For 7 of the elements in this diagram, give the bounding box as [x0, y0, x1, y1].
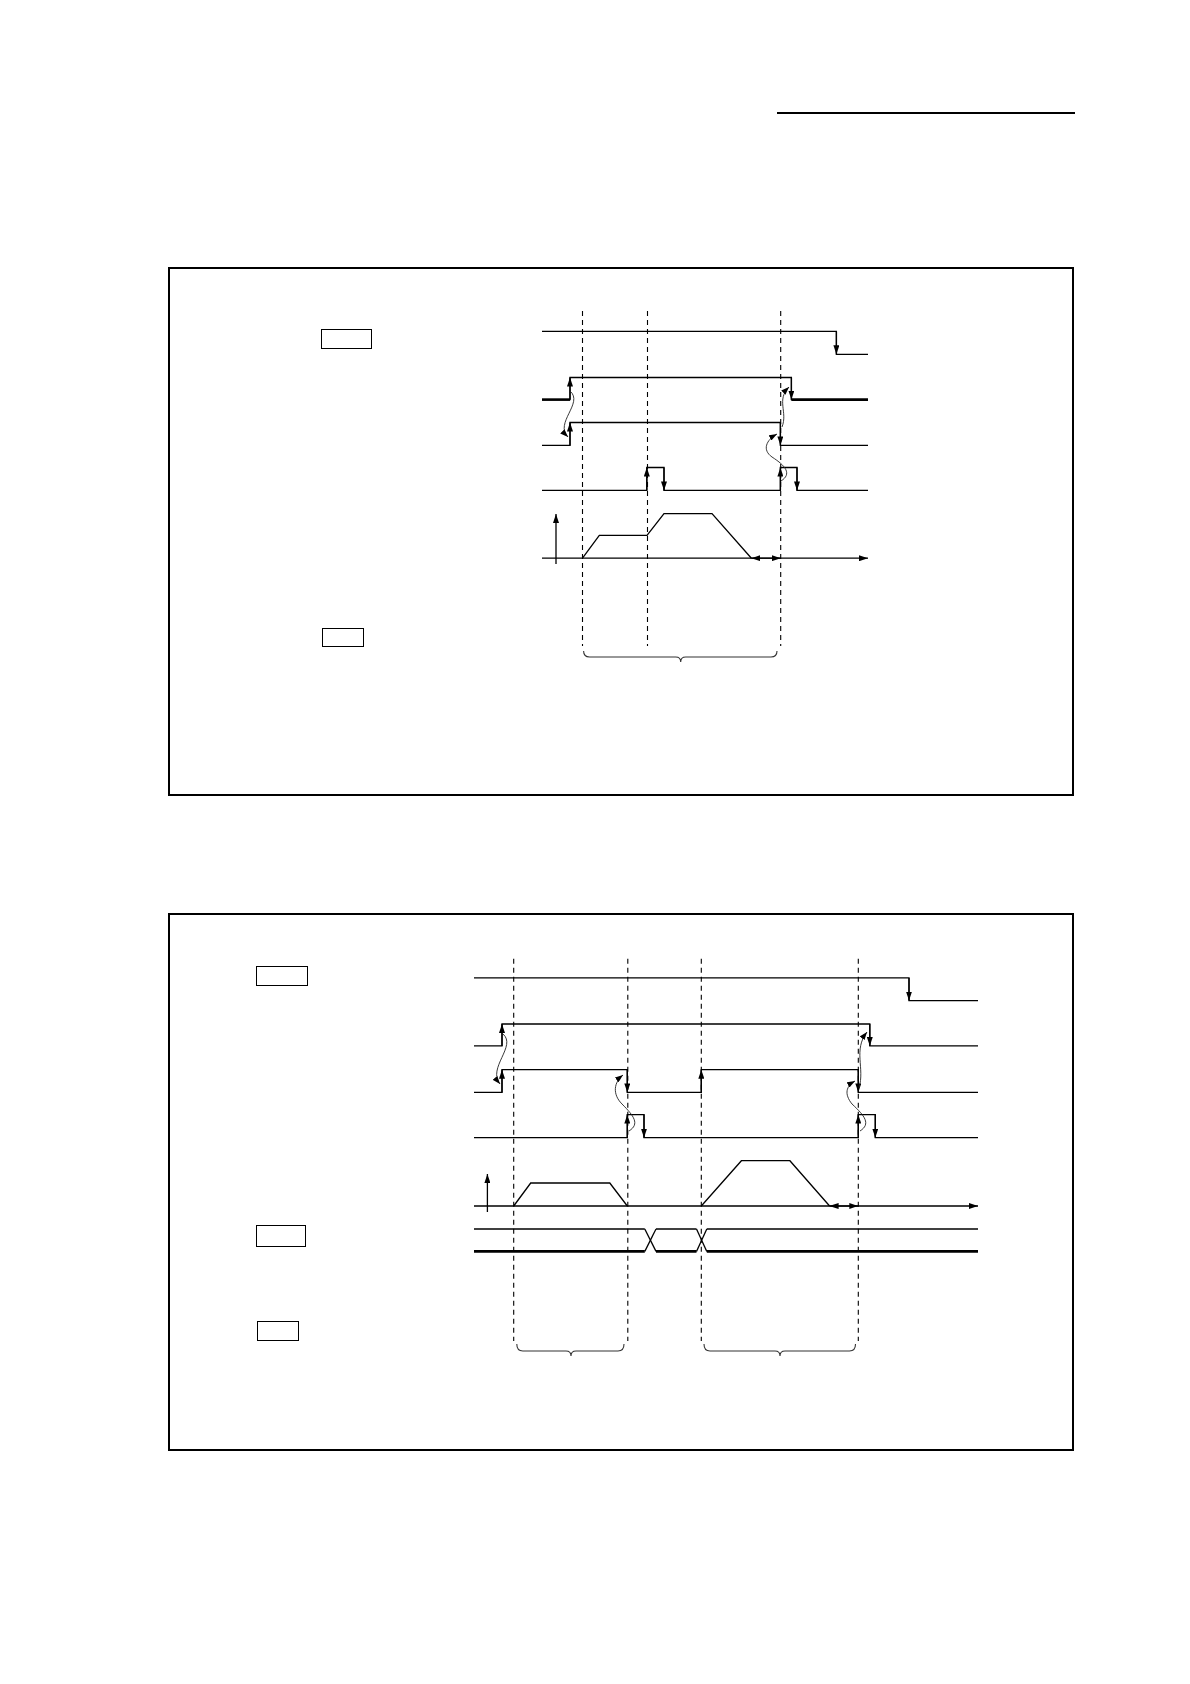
diagram-frame — [168, 267, 1074, 796]
blank-box — [256, 1320, 299, 1341]
blank-box — [255, 1224, 306, 1247]
blank-box — [321, 627, 364, 647]
blank-box — [255, 965, 308, 986]
diagram-frame — [168, 913, 1074, 1451]
blank-box — [320, 328, 372, 349]
